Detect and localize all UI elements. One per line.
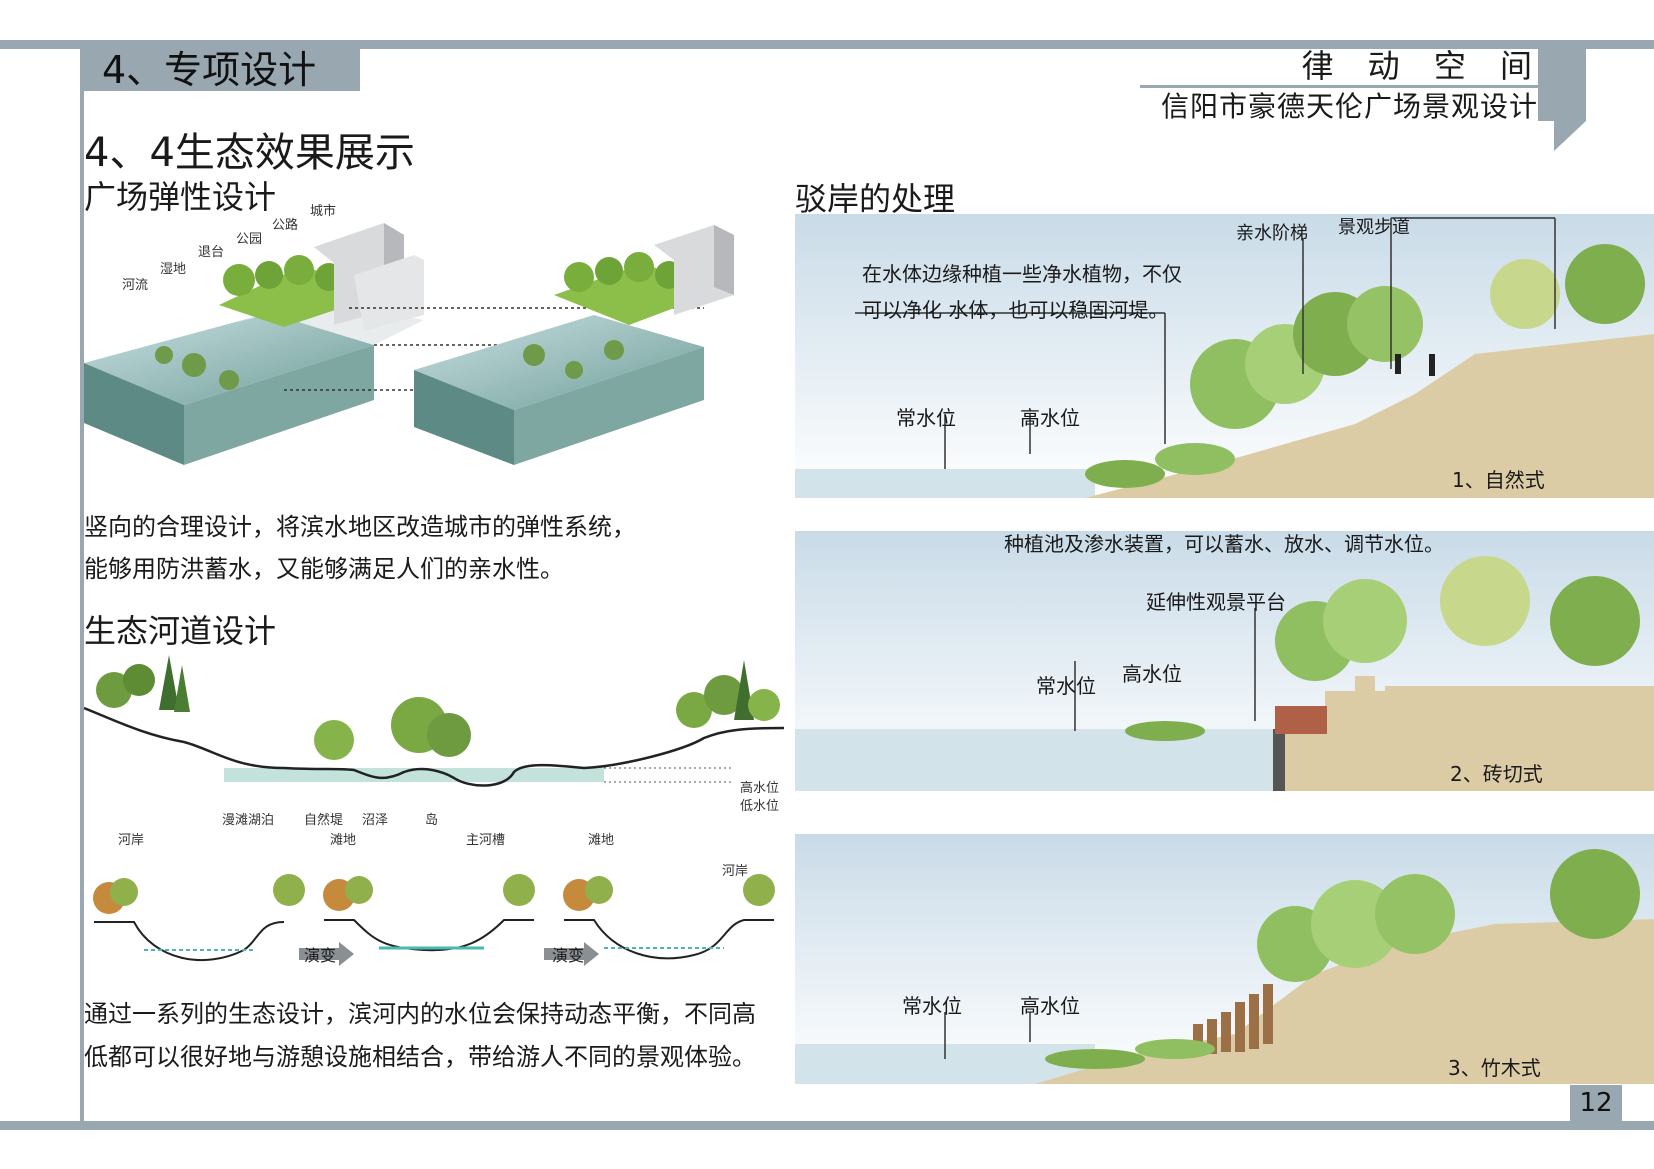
brick-label-high-water: 高水位 [1122, 662, 1182, 686]
plaza-label-road: 公路 [272, 218, 299, 233]
left-border-rule [80, 49, 84, 1121]
bamboo-caption: 3、竹木式 [1448, 1056, 1541, 1080]
natural-people [1395, 354, 1435, 376]
natural-label-high-water: 高水位 [1020, 406, 1080, 430]
plaza-label-park: 公园 [236, 232, 263, 247]
bamboo-label-high-water: 高水位 [1020, 994, 1080, 1018]
natural-note-line1: 在水体边缘种植一些净水植物，不仅 [862, 262, 1182, 286]
river-label-bank-left: 河岸 [118, 833, 145, 848]
main-heading: 4、4生态效果展示 [84, 130, 415, 176]
natural-label-stairs: 亲水阶梯 [1236, 223, 1308, 244]
natural-callout-lines [855, 217, 1556, 469]
river-label-island: 岛 [425, 813, 439, 828]
evolution-stage-3 [563, 874, 775, 960]
river-section-diagram [84, 655, 784, 800]
title-divider [1140, 85, 1538, 88]
river-trees [96, 655, 780, 760]
page-number: 12 [1570, 1085, 1622, 1121]
plaza-label-terrace: 退台 [198, 245, 225, 260]
bamboo-stakes [1193, 984, 1273, 1054]
river-label-natural-embankment: 自然堤 [304, 813, 344, 828]
natural-vegetation [1085, 244, 1645, 488]
plaza-text-line2: 能够用防洪蓄水，又能够满足人们的亲水性。 [84, 555, 564, 583]
brick-caption: 2、砖切式 [1450, 762, 1543, 786]
river-label-beach-1: 滩地 [330, 833, 357, 848]
revetment-heading: 驳岸的处理 [795, 180, 956, 218]
evolution-arrows [299, 942, 599, 966]
plaza-resilience-diagram [84, 223, 734, 465]
brick-label-platform: 延伸性观景平台 [1146, 590, 1286, 614]
river-label-high-water: 高水位 [740, 781, 780, 796]
project-slogan: 律 动 空 间 [1301, 47, 1544, 85]
plaza-label-city: 城市 [310, 204, 337, 219]
evolution-stage-2 [323, 874, 535, 952]
natural-note-line2: 可以净化 水体，也可以稳固河堤。 [862, 298, 1169, 322]
river-label-marsh: 沼泽 [362, 813, 389, 828]
plaza-heading: 广场弹性设计 [84, 178, 277, 216]
top-border-band [0, 40, 1654, 49]
revetment-panel-bamboo [795, 834, 1654, 1084]
brick-vegetation [1125, 556, 1640, 741]
bamboo-callout-lines [944, 1012, 1031, 1059]
evolution-label-2: 演变 [552, 946, 585, 965]
natural-caption: 1、自然式 [1452, 468, 1545, 492]
revetment-panel-brick [795, 531, 1654, 791]
plaza-block-after [414, 225, 734, 465]
project-name: 信阳市豪德天伦广场景观设计 [1160, 90, 1538, 123]
project-title-block: 律 动 空 间 信阳市豪德天伦广场景观设计 [1140, 49, 1538, 123]
plaza-block-before [84, 223, 424, 465]
plaza-label-wetland: 湿地 [160, 262, 187, 277]
revetment-panel-natural [795, 214, 1654, 498]
river-evolution-diagram [93, 874, 775, 966]
bamboo-vegetation [1045, 849, 1640, 1069]
plaza-label-river: 河流 [122, 278, 149, 293]
river-label-bank-right: 河岸 [722, 864, 749, 879]
evolution-label-1: 演变 [304, 946, 337, 965]
natural-label-walkway: 景观步道 [1338, 217, 1410, 238]
bamboo-label-normal-water: 常水位 [902, 994, 962, 1018]
natural-label-normal-water: 常水位 [896, 406, 956, 430]
brick-label-normal-water: 常水位 [1036, 674, 1096, 698]
corner-flag [1538, 49, 1586, 151]
evolution-stage-1 [93, 874, 305, 962]
section-tab: 4、专项设计 [80, 49, 360, 91]
plaza-text-line1: 竖向的合理设计，将滨水地区改造城市的弹性系统， [84, 513, 636, 541]
river-label-main-channel: 主河槽 [466, 833, 506, 848]
river-text-line1: 通过一系列的生态设计，滨河内的水位会保持动态平衡，不同高 [84, 1000, 756, 1028]
river-label-beach-2: 滩地 [588, 833, 615, 848]
brick-callout-lines [1074, 608, 1256, 731]
river-text-line2: 低都可以很好地与游憩设施相结合，带给游人不同的景观体验。 [84, 1043, 756, 1071]
river-heading: 生态河道设计 [84, 612, 277, 650]
brick-note: 种植池及渗水装置，可以蓄水、放水、调节水位。 [1004, 532, 1444, 556]
river-label-floodplain-lake: 漫滩湖泊 [222, 813, 275, 828]
bottom-border-band [0, 1121, 1654, 1130]
river-label-low-water: 低水位 [740, 799, 780, 814]
section-title: 4、专项设计 [102, 48, 317, 92]
